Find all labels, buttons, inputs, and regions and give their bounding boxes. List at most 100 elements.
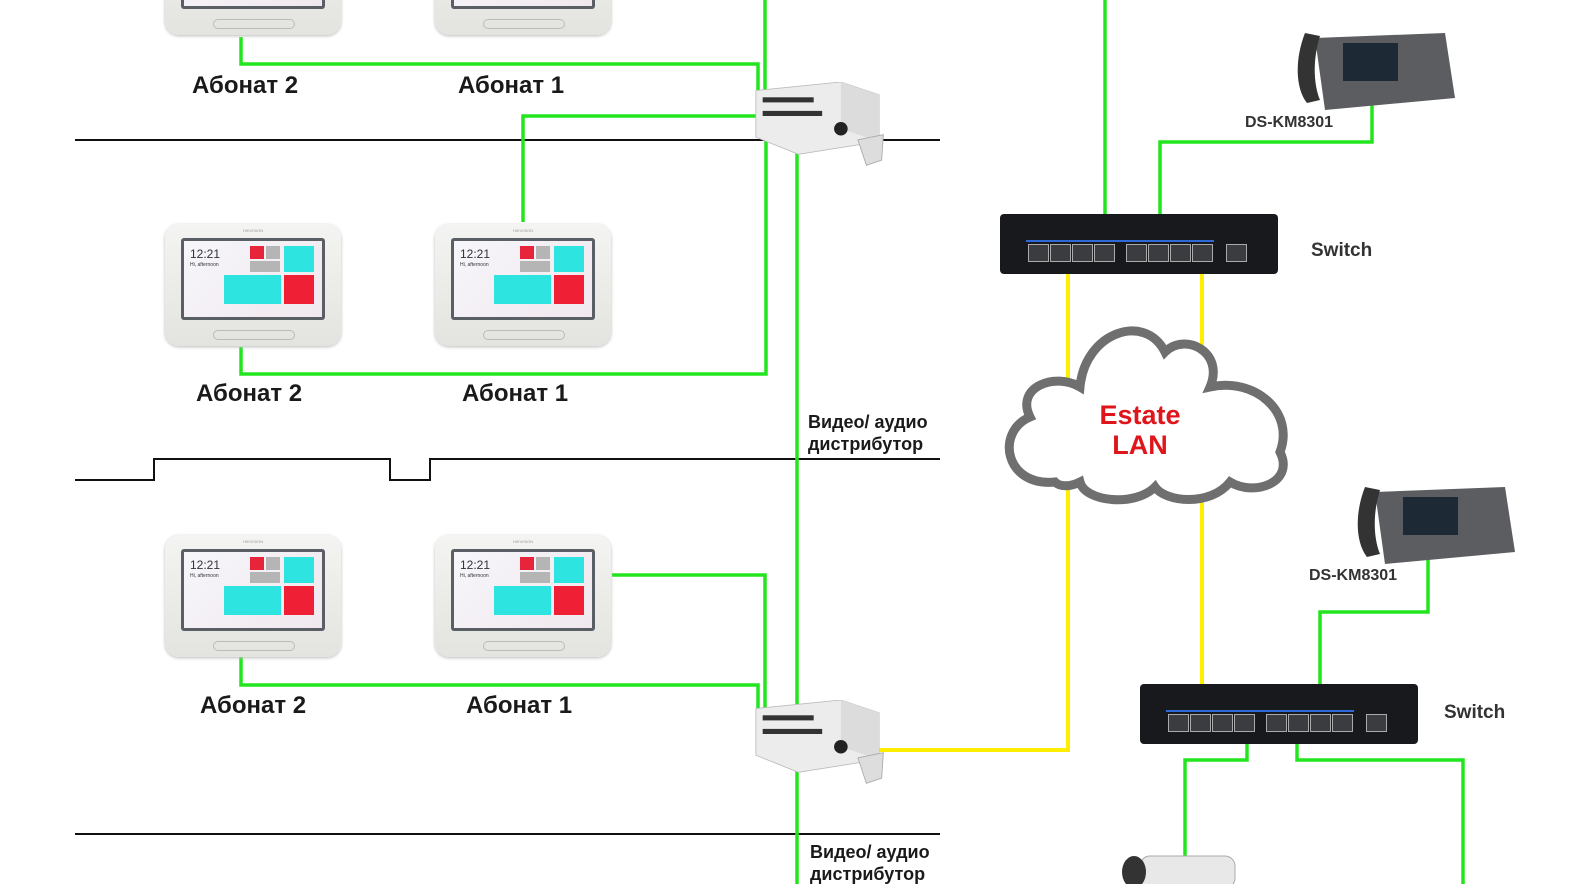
ethernet-port bbox=[1094, 244, 1115, 262]
master-station-phone bbox=[1297, 33, 1455, 110]
monitor-buttons bbox=[213, 19, 295, 29]
green-wire bbox=[239, 657, 760, 722]
monitor-brand: HIKVISION bbox=[242, 539, 264, 544]
subscriber-1-label: Абонат 1 bbox=[458, 72, 565, 99]
tile bbox=[284, 586, 314, 615]
ethernet-port bbox=[1148, 244, 1169, 262]
monitor-greeting: Hi, afternoon bbox=[460, 262, 489, 268]
ethernet-port bbox=[1126, 244, 1147, 262]
tile bbox=[554, 557, 584, 583]
tile bbox=[554, 275, 584, 304]
floor-divider bbox=[75, 458, 940, 481]
tile bbox=[554, 246, 584, 272]
indoor-monitor: HIKVISION 12:21 Hi, afternoon bbox=[165, 224, 341, 346]
monitor-buttons bbox=[483, 330, 565, 340]
tile bbox=[266, 246, 280, 259]
tile bbox=[284, 275, 314, 304]
monitor-buttons bbox=[483, 641, 565, 651]
tile bbox=[536, 557, 550, 570]
distributor-line2: дистрибутор bbox=[810, 864, 926, 884]
monitor-greeting: Hi, afternoon bbox=[190, 262, 219, 268]
network-switch bbox=[1000, 214, 1278, 274]
indoor-monitor: HIKVISION 12:21 Hi, afternoon bbox=[435, 224, 611, 346]
bullet-camera bbox=[1122, 855, 1236, 884]
ethernet-port bbox=[1170, 244, 1191, 262]
ethernet-port bbox=[1212, 714, 1233, 732]
monitor-screen: 12:21 Hi, afternoon bbox=[181, 238, 325, 320]
switch-label: Switch bbox=[1444, 702, 1506, 723]
green-wire bbox=[1183, 735, 1249, 860]
ethernet-port bbox=[1366, 714, 1387, 732]
tile bbox=[224, 275, 281, 304]
distributor-line1: Видео/ аудио bbox=[808, 412, 928, 432]
green-wire bbox=[612, 573, 767, 722]
tile bbox=[250, 572, 280, 583]
ethernet-port bbox=[1190, 714, 1211, 732]
tile bbox=[520, 572, 550, 583]
tile bbox=[494, 275, 551, 304]
monitor-buttons bbox=[213, 641, 295, 651]
tile bbox=[536, 246, 550, 259]
monitor-brand: HIKVISION bbox=[242, 228, 264, 233]
subscriber-1-label: Абонат 1 bbox=[466, 692, 573, 719]
distributor-box bbox=[755, 700, 884, 784]
monitor-screen: 12:21 Hi, afternoon bbox=[451, 238, 595, 320]
ethernet-port bbox=[1332, 714, 1353, 732]
tile bbox=[284, 246, 314, 272]
ethernet-port bbox=[1168, 714, 1189, 732]
ethernet-port bbox=[1192, 244, 1213, 262]
master-station-label: DS-KM8301 bbox=[1309, 567, 1398, 584]
distributor-line2: дистрибутор bbox=[808, 434, 924, 454]
tile bbox=[224, 586, 281, 615]
monitor-greeting: Hi, afternoon bbox=[460, 573, 489, 579]
tile bbox=[554, 586, 584, 615]
subscriber-1-label: Абонат 1 bbox=[462, 380, 569, 407]
indoor-monitor: HIKVISION 12:21 Hi, afternoon bbox=[435, 535, 611, 657]
subscriber-2-label: Абонат 2 bbox=[196, 380, 303, 407]
monitor-screen: 12:21 Hi, afternoon bbox=[451, 549, 595, 631]
cloud-line2: LAN bbox=[1112, 430, 1168, 460]
subscriber-2-label: Абонат 2 bbox=[192, 72, 299, 99]
distributor-line1: Видео/ аудио bbox=[810, 842, 930, 862]
ethernet-port bbox=[1050, 244, 1071, 262]
monitor-brand: HIKVISION bbox=[512, 539, 534, 544]
tile bbox=[250, 261, 280, 272]
ethernet-port bbox=[1288, 714, 1309, 732]
monitor-greeting: Hi, afternoon bbox=[190, 573, 219, 579]
green-wire bbox=[239, 37, 760, 100]
ethernet-port bbox=[1072, 244, 1093, 262]
green-wire bbox=[1318, 556, 1430, 718]
monitor-time: 12:21 bbox=[460, 247, 491, 261]
network-switch bbox=[1140, 684, 1418, 744]
monitor-time: 12:21 bbox=[460, 558, 491, 572]
tile bbox=[520, 246, 534, 259]
monitor-time: 12:21 bbox=[190, 558, 221, 572]
tile bbox=[520, 261, 550, 272]
master-station-phone bbox=[1357, 487, 1515, 564]
cloud-line1: Estate bbox=[1099, 400, 1181, 430]
distributor-box bbox=[755, 82, 884, 166]
tile bbox=[520, 557, 534, 570]
monitor-brand: HIKVISION bbox=[512, 228, 534, 233]
monitor-buttons bbox=[213, 330, 295, 340]
master-station-label: DS-KM8301 bbox=[1245, 114, 1334, 131]
monitor-screen: 12:21 Hi, afternoon bbox=[181, 549, 325, 631]
ethernet-port bbox=[1234, 714, 1255, 732]
ethernet-port bbox=[1226, 244, 1247, 262]
monitor-screen: 12:21 Hi, afternoon bbox=[181, 0, 325, 9]
monitor-screen: 12:21 Hi, afternoon bbox=[451, 0, 595, 9]
green-wire bbox=[1158, 100, 1374, 245]
indoor-monitor: HIKVISION 12:21 Hi, afternoon bbox=[165, 0, 341, 35]
cloud-icon bbox=[1004, 326, 1288, 505]
monitor-buttons bbox=[483, 19, 565, 29]
switch-label: Switch bbox=[1311, 240, 1373, 261]
tile bbox=[250, 557, 264, 570]
tile bbox=[266, 557, 280, 570]
green-wire bbox=[1295, 735, 1465, 884]
green-wire bbox=[521, 114, 757, 222]
ethernet-port bbox=[1266, 714, 1287, 732]
